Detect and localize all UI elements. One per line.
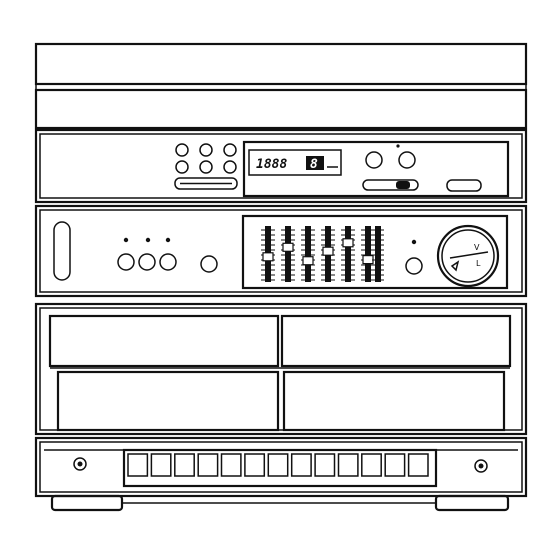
eq-slider-knob[interactable] [363,256,373,264]
eq-button[interactable] [406,258,422,274]
cassette-door-right[interactable] [282,316,510,366]
amplifier-unit: V L [36,206,526,296]
eq-slider-4[interactable] [321,226,335,282]
control-key[interactable] [339,454,358,476]
eq-slider-knob[interactable] [343,239,353,247]
control-key[interactable] [362,454,381,476]
control-key[interactable] [222,454,241,476]
control-key[interactable] [315,454,334,476]
eq-indicator-dot [412,240,416,244]
volume-dial[interactable]: V L [438,226,498,286]
control-key[interactable] [268,454,287,476]
screw-right [475,460,487,472]
eq-slider-1[interactable] [261,226,275,282]
eq-slider-knob[interactable] [283,243,293,251]
tuner-shelf [36,90,526,128]
eq-slider-6[interactable] [361,226,375,282]
cassette-door-left[interactable] [50,316,278,366]
top-lid [36,44,526,90]
cassette-bay-left [58,372,278,430]
control-key[interactable] [292,454,311,476]
control-key[interactable] [175,454,194,476]
eq-slider-knob[interactable] [323,247,333,255]
dial-label-bottom: L [476,259,481,268]
tuner-button-right[interactable] [399,152,415,168]
input-selector-buttons[interactable] [118,238,176,270]
control-key[interactable] [128,454,147,476]
eq-slider-knob[interactable] [303,257,313,265]
eq-slider-5[interactable] [341,226,355,282]
cassette-bay-right [284,372,504,430]
equalizer-sliders[interactable] [261,226,384,282]
foot-right [436,496,508,510]
control-key[interactable] [245,454,264,476]
eject-button[interactable] [447,180,481,191]
control-key[interactable] [151,454,170,476]
eq-slider-3[interactable] [301,226,315,282]
display-readout: 1888 [256,157,287,172]
cassette-deck-unit [36,304,526,434]
control-keys[interactable] [128,454,428,476]
balance-fader[interactable] [372,226,384,282]
control-key[interactable] [385,454,404,476]
control-key[interactable] [198,454,217,476]
dial-label-top: V [474,243,480,252]
control-key[interactable] [409,454,428,476]
tuner-button-left[interactable] [366,152,382,168]
display-suffix: 8 [310,157,318,172]
power-button[interactable] [54,222,70,280]
tuner-unit: 1888 8 [36,130,526,202]
function-button[interactable] [201,256,217,272]
preset-buttons[interactable] [176,144,236,173]
base-unit [36,438,526,496]
screw-left [74,458,86,470]
foot-left [52,496,122,510]
indicator-dot [396,144,399,147]
eq-slider-2[interactable] [281,226,295,282]
eq-slider-knob[interactable] [263,253,273,261]
